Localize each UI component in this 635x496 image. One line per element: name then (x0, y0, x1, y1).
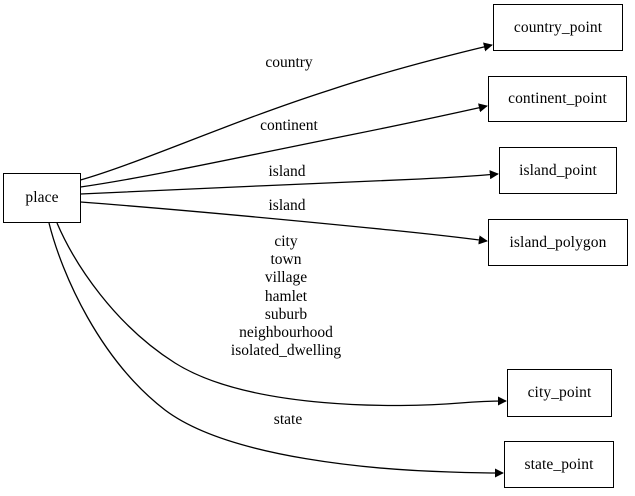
edge-label-country: country (265, 54, 313, 71)
node-country-point-label: country_point (513, 18, 603, 36)
node-state-point[interactable]: state_point (504, 441, 614, 488)
edge-place-to-island-polygon (80, 201, 488, 245)
edge-place-to-continent-point (80, 103, 488, 188)
node-island-polygon[interactable]: island_polygon (488, 219, 628, 266)
node-island-point[interactable]: island_point (499, 147, 617, 194)
node-island-polygon-label: island_polygon (509, 233, 607, 251)
node-place[interactable]: place (3, 173, 81, 223)
node-continent-point[interactable]: continent_point (488, 76, 627, 122)
node-city-point[interactable]: city_point (507, 369, 612, 417)
edge-place-to-city-point (56, 222, 507, 407)
node-place-label: place (25, 189, 59, 207)
edge-label-city-point: city town village hamlet suburb neighbou… (230, 233, 342, 360)
node-continent-point-label: continent_point (508, 90, 607, 108)
edge-place-to-island-point (80, 170, 499, 195)
edge-place-to-state-point (48, 222, 504, 478)
edge-place-to-country-point (80, 42, 493, 181)
node-island-point-label: island_point (519, 161, 597, 179)
edge-label-state: state (273, 411, 303, 428)
edge-label-continent: continent (260, 117, 318, 134)
edge-label-island-polygon: island (268, 197, 306, 214)
node-city-point-label: city_point (527, 384, 592, 402)
node-country-point[interactable]: country_point (493, 4, 623, 51)
node-state-point-label: state_point (524, 455, 594, 473)
edge-label-island-point: island (268, 163, 306, 180)
